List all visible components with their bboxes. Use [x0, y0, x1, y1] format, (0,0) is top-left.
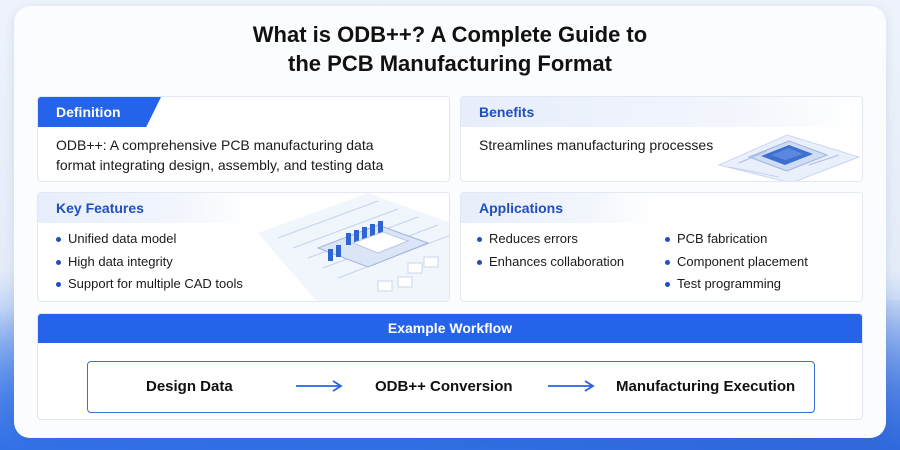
applications-heading: Applications [461, 193, 652, 223]
key-features-list: Unified data model High data integrity S… [54, 228, 243, 296]
definition-panel: Definition ODB++: A comprehensive PCB ma… [37, 96, 450, 182]
definition-heading: Definition [38, 97, 161, 127]
list-item: Support for multiple CAD tools [54, 273, 243, 296]
benefits-heading: Benefits [461, 97, 862, 127]
benefits-panel: Benefits Streamlines manufacturing proce… [460, 96, 863, 182]
list-item: PCB fabrication [663, 228, 808, 251]
list-item: Test programming [663, 273, 808, 296]
workflow-steps-box: Design Data ODB++ Conversion Manufacturi… [87, 361, 815, 413]
list-item: Unified data model [54, 228, 243, 251]
list-item: Component placement [663, 251, 808, 274]
definition-text-line-1: ODB++: A comprehensive PCB manufacturing… [56, 137, 374, 153]
key-features-heading: Key Features [38, 193, 249, 223]
title-line-1: What is ODB++? A Complete Guide to [252, 22, 648, 47]
page-title: What is ODB++? A Complete Guide to the P… [0, 20, 900, 78]
title-line-2: the PCB Manufacturing Format [288, 51, 612, 76]
arrow-right-icon [548, 380, 595, 392]
definition-text-line-2: format integrating design, assembly, and… [56, 157, 384, 173]
list-item: Reduces errors [475, 228, 624, 251]
benefits-text: Streamlines manufacturing processes [479, 137, 714, 153]
applications-panel: Applications Reduces errors Enhances col… [460, 192, 863, 302]
chip-illustration-icon [717, 134, 861, 181]
workflow-panel: Example Workflow Design Data ODB++ Conve… [37, 313, 863, 420]
applications-list-left: Reduces errors Enhances collaboration [475, 228, 624, 273]
workflow-step-odb-conversion: ODB++ Conversion [375, 378, 513, 395]
key-features-panel: Key Features Unified data model High dat… [37, 192, 450, 302]
workflow-heading: Example Workflow [38, 314, 862, 343]
list-item: Enhances collaboration [475, 251, 624, 274]
circuit-board-illustration-icon [258, 193, 449, 301]
arrow-right-icon [296, 380, 343, 392]
applications-list-right: PCB fabrication Component placement Test… [663, 228, 808, 296]
workflow-step-design-data: Design Data [146, 378, 233, 395]
list-item: High data integrity [54, 251, 243, 274]
definition-text: ODB++: A comprehensive PCB manufacturing… [56, 135, 383, 175]
workflow-step-manufacturing-execution: Manufacturing Execution [616, 378, 796, 395]
